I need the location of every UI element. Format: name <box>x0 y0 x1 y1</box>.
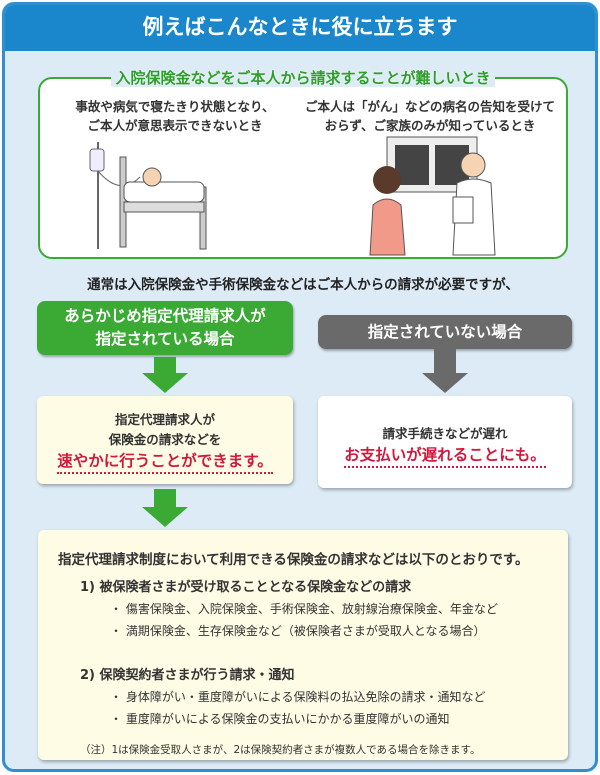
intro-statement: 通常は入院保険金や手術保険金などはご本人からの請求が必要ですが、 <box>87 277 519 293</box>
gray-arrow-down-icon <box>422 349 468 393</box>
situation-left-caption: 事故や病気で寝たきり状態となり、ご本人が意思表示できないとき <box>75 99 275 133</box>
panel-title: 例えばこんなときに役に立ちます <box>5 5 595 51</box>
list-item: ・ 満期保険金、生存保険金など（被保険者さまが受取人となる場合） <box>110 624 486 638</box>
footnote: （注）1は保険金受取人さまが、2は保険契約者さまが複数人である場合を除きます。 <box>80 744 481 756</box>
not-designated-case-label: 指定されていない場合 <box>318 315 572 349</box>
list-item: ・ 傷害保険金、入院保険金、手術保険金、放射線治療保険金、年金など <box>110 602 498 616</box>
situations-title: 入院保険金などをご本人から請求することが難しいとき <box>5 67 595 88</box>
not-designated-result-emphasis: お支払いが遅れることにも。 <box>344 444 546 468</box>
doctor-consultation-illustration <box>369 136 496 256</box>
situation-right-caption: ご本人は「がん」などの病名の告知を受けておらず、ご家族のみが知っているとき <box>304 99 555 133</box>
not-designated-result-card: 請求手続きなどが遅れ お支払いが遅れることにも。 <box>318 396 572 488</box>
list-item: ・ 身体障がい・重度障がいによる保険料の払込免除の請求・通知など <box>110 690 486 704</box>
list-item: ・ 重度障がいによる保険金の支払いにかかる重度障がいの通知 <box>110 712 450 726</box>
section-title: 1) 被保険者さまが受け取ることとなる保険金などの請求 <box>80 580 412 595</box>
details-heading: 指定代理請求制度において利用できる保険金の請求などは以下のとおりです。 <box>58 552 529 568</box>
green-arrow-down-icon <box>142 489 188 527</box>
designated-result-emphasis: 速やかに行うことができます。 <box>57 450 273 474</box>
green-arrow-down-icon <box>142 357 188 393</box>
section-title: 2) 保険契約者さまが行う請求・通知 <box>80 668 295 683</box>
designated-case-label: あらかじめ指定代理請求人が指定されている場合 <box>37 301 293 355</box>
details-box: 指定代理請求制度において利用できる保険金の請求などは以下のとおりです。 1) 被… <box>38 530 568 760</box>
bedridden-patient-illustration <box>89 142 207 250</box>
designated-result-card: 指定代理請求人が 保険金の請求などを 速やかに行うことができます。 <box>37 396 293 484</box>
